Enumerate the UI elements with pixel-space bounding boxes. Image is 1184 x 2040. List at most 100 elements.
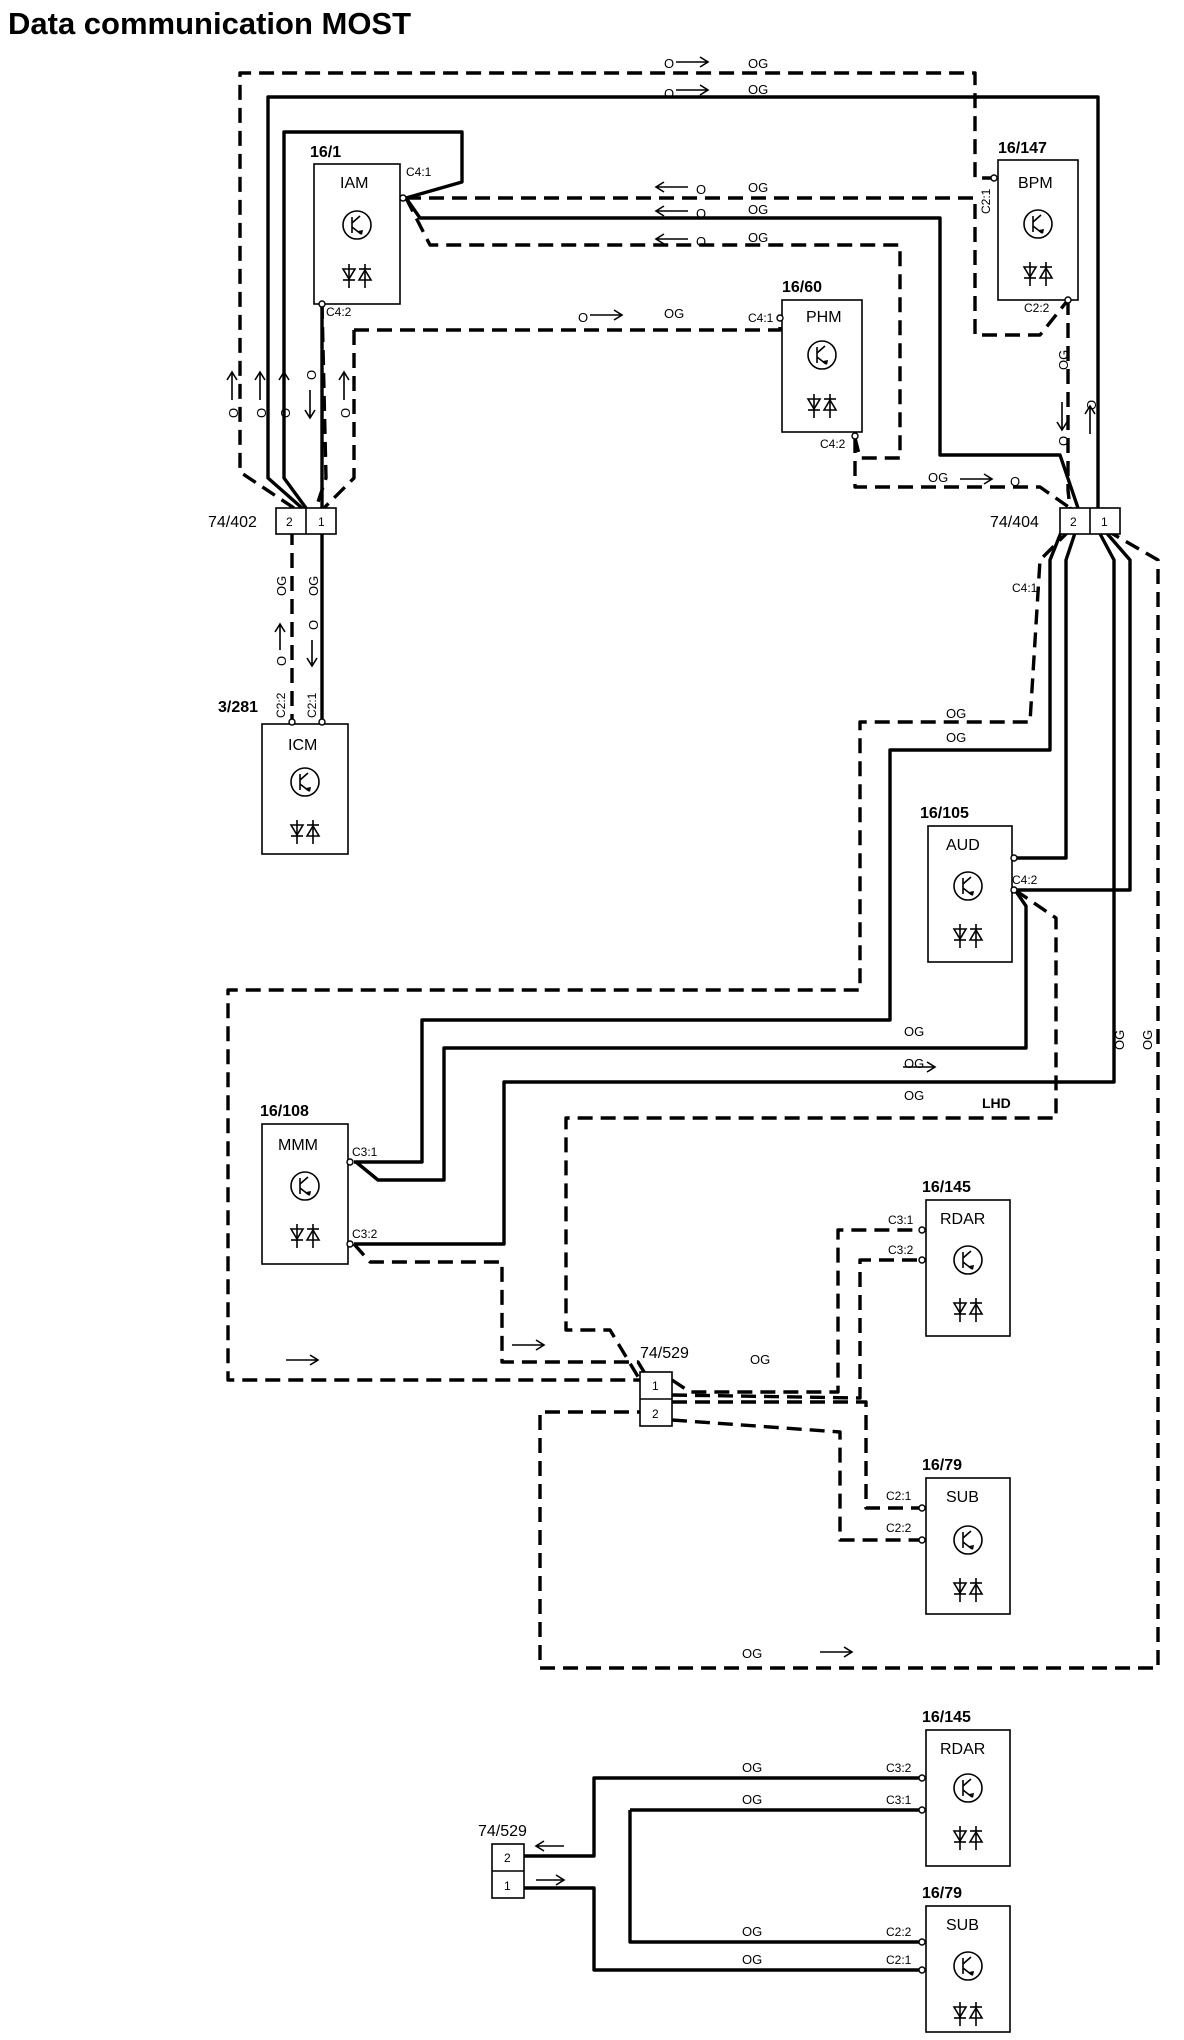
svg-text:C4:1: C4:1 [748, 311, 774, 325]
svg-text:O: O [306, 620, 321, 630]
module-name: RDAR [940, 1741, 985, 1758]
module-id: 16/108 [260, 1103, 309, 1120]
svg-text:O: O [338, 408, 353, 418]
svg-text:C3:1: C3:1 [888, 1213, 914, 1227]
pin-label: 1 [1101, 515, 1108, 529]
svg-text:O: O [254, 408, 269, 418]
svg-text:OG: OG [1140, 1030, 1155, 1050]
module-name: RDAR [940, 1211, 985, 1228]
svg-text:OG: OG [946, 706, 966, 721]
svg-text:C2:1: C2:1 [886, 1953, 912, 1967]
svg-text:C2:2: C2:2 [274, 692, 288, 718]
pin-label: 1 [318, 515, 325, 529]
flow-marks: O O O O O O O O O O O O O O O O [226, 56, 1099, 666]
module-id: 16/60 [782, 279, 822, 296]
svg-text:O: O [304, 370, 319, 380]
svg-text:O: O [696, 234, 706, 249]
svg-text:O: O [664, 86, 674, 101]
svg-text:O: O [226, 408, 241, 418]
svg-text:C2:1: C2:1 [886, 1489, 912, 1503]
module-name: SUB [946, 1489, 979, 1506]
module-name: BPM [1018, 175, 1053, 192]
module-id: 16/145 [922, 1709, 971, 1726]
module-name: ICM [288, 737, 317, 754]
module-sub-lower: 16/79 SUB [922, 1885, 1011, 2033]
connector-id: 74/529 [640, 1345, 689, 1362]
module-id: 16/105 [920, 805, 969, 822]
svg-text:O: O [1010, 474, 1020, 489]
svg-text:C2:2: C2:2 [886, 1925, 912, 1939]
svg-text:OG: OG [1112, 1030, 1127, 1050]
module-id: 16/79 [922, 1457, 962, 1474]
svg-text:C4:1: C4:1 [406, 165, 432, 179]
svg-text:OG: OG [1056, 350, 1071, 370]
svg-text:C4:2: C4:2 [820, 437, 846, 451]
svg-text:OG: OG [904, 1056, 924, 1071]
module-aud: 16/105 AUD [920, 805, 1013, 963]
module-sub: 16/79 SUB [922, 1457, 1011, 1615]
connector-id: 74/529 [478, 1823, 527, 1840]
svg-text:C4:2: C4:2 [1012, 873, 1038, 887]
module-id: 16/145 [922, 1179, 971, 1196]
region-label-lhd: LHD [982, 1095, 1011, 1111]
module-name: SUB [946, 1917, 979, 1934]
svg-text:O: O [696, 182, 706, 197]
wire-color-labels: OG OG OG OG OG OG OG OG OG OG OG OG OG O… [274, 56, 1155, 1967]
svg-text:OG: OG [742, 1646, 762, 1661]
direction-arrows [226, 56, 1096, 1886]
connector-id: 74/402 [208, 514, 257, 531]
svg-text:OG: OG [742, 1924, 762, 1939]
module-mmm: 16/108 MMM [260, 1103, 349, 1265]
svg-text:O: O [278, 408, 293, 418]
svg-text:O: O [274, 656, 289, 666]
module-phm: 16/60 PHM [781, 279, 863, 433]
svg-text:OG: OG [904, 1088, 924, 1103]
pin-terminals [288, 174, 1072, 1974]
svg-text:C2:1: C2:1 [305, 692, 319, 718]
svg-text:C3:1: C3:1 [352, 1145, 378, 1159]
module-id: 16/79 [922, 1885, 962, 1902]
svg-text:OG: OG [742, 1952, 762, 1967]
svg-text:OG: OG [904, 1024, 924, 1039]
wires-lower [518, 1776, 920, 1972]
svg-text:C3:2: C3:2 [888, 1243, 914, 1257]
pin-label: 1 [504, 1879, 511, 1893]
svg-text:C4:1: C4:1 [1012, 581, 1038, 595]
module-name: PHM [806, 309, 842, 326]
svg-text:OG: OG [748, 202, 768, 217]
wires [226, 71, 1160, 1670]
pin-label: 2 [286, 515, 293, 529]
module-name: IAM [340, 175, 368, 192]
svg-text:C2:2: C2:2 [886, 1521, 912, 1535]
module-name: MMM [278, 1137, 318, 1154]
module-id: 16/1 [310, 144, 341, 161]
svg-text:OG: OG [664, 306, 684, 321]
pin-label: 2 [504, 1851, 511, 1865]
svg-text:OG: OG [748, 56, 768, 71]
module-iam: 16/1 IAM [310, 144, 401, 305]
svg-text:OG: OG [748, 230, 768, 245]
svg-text:C2:1: C2:1 [979, 188, 993, 214]
svg-text:O: O [1056, 436, 1071, 446]
svg-text:OG: OG [748, 180, 768, 195]
connector-74-529: 74/529 1 2 [639, 1345, 689, 1427]
connector-74-529-lower: 74/529 2 1 [478, 1823, 527, 1899]
connector-74-404: 74/404 2 1 [990, 507, 1121, 535]
module-name: AUD [946, 837, 980, 854]
module-icm: 3/281 ICM [218, 699, 349, 855]
pin-label: 2 [652, 1407, 659, 1421]
svg-text:C3:2: C3:2 [886, 1761, 912, 1775]
module-rdar: 16/145 RDAR [922, 1179, 1011, 1337]
module-id: 3/281 [218, 699, 258, 716]
svg-text:OG: OG [742, 1792, 762, 1807]
pin-label: 1 [652, 1379, 659, 1393]
svg-text:O: O [664, 56, 674, 71]
connector-id: 74/404 [990, 514, 1039, 531]
pin-label: 2 [1070, 515, 1077, 529]
svg-text:OG: OG [928, 470, 948, 485]
svg-text:OG: OG [750, 1352, 770, 1367]
svg-text:OG: OG [946, 730, 966, 745]
svg-text:OG: OG [742, 1760, 762, 1775]
svg-text:C3:1: C3:1 [886, 1793, 912, 1807]
